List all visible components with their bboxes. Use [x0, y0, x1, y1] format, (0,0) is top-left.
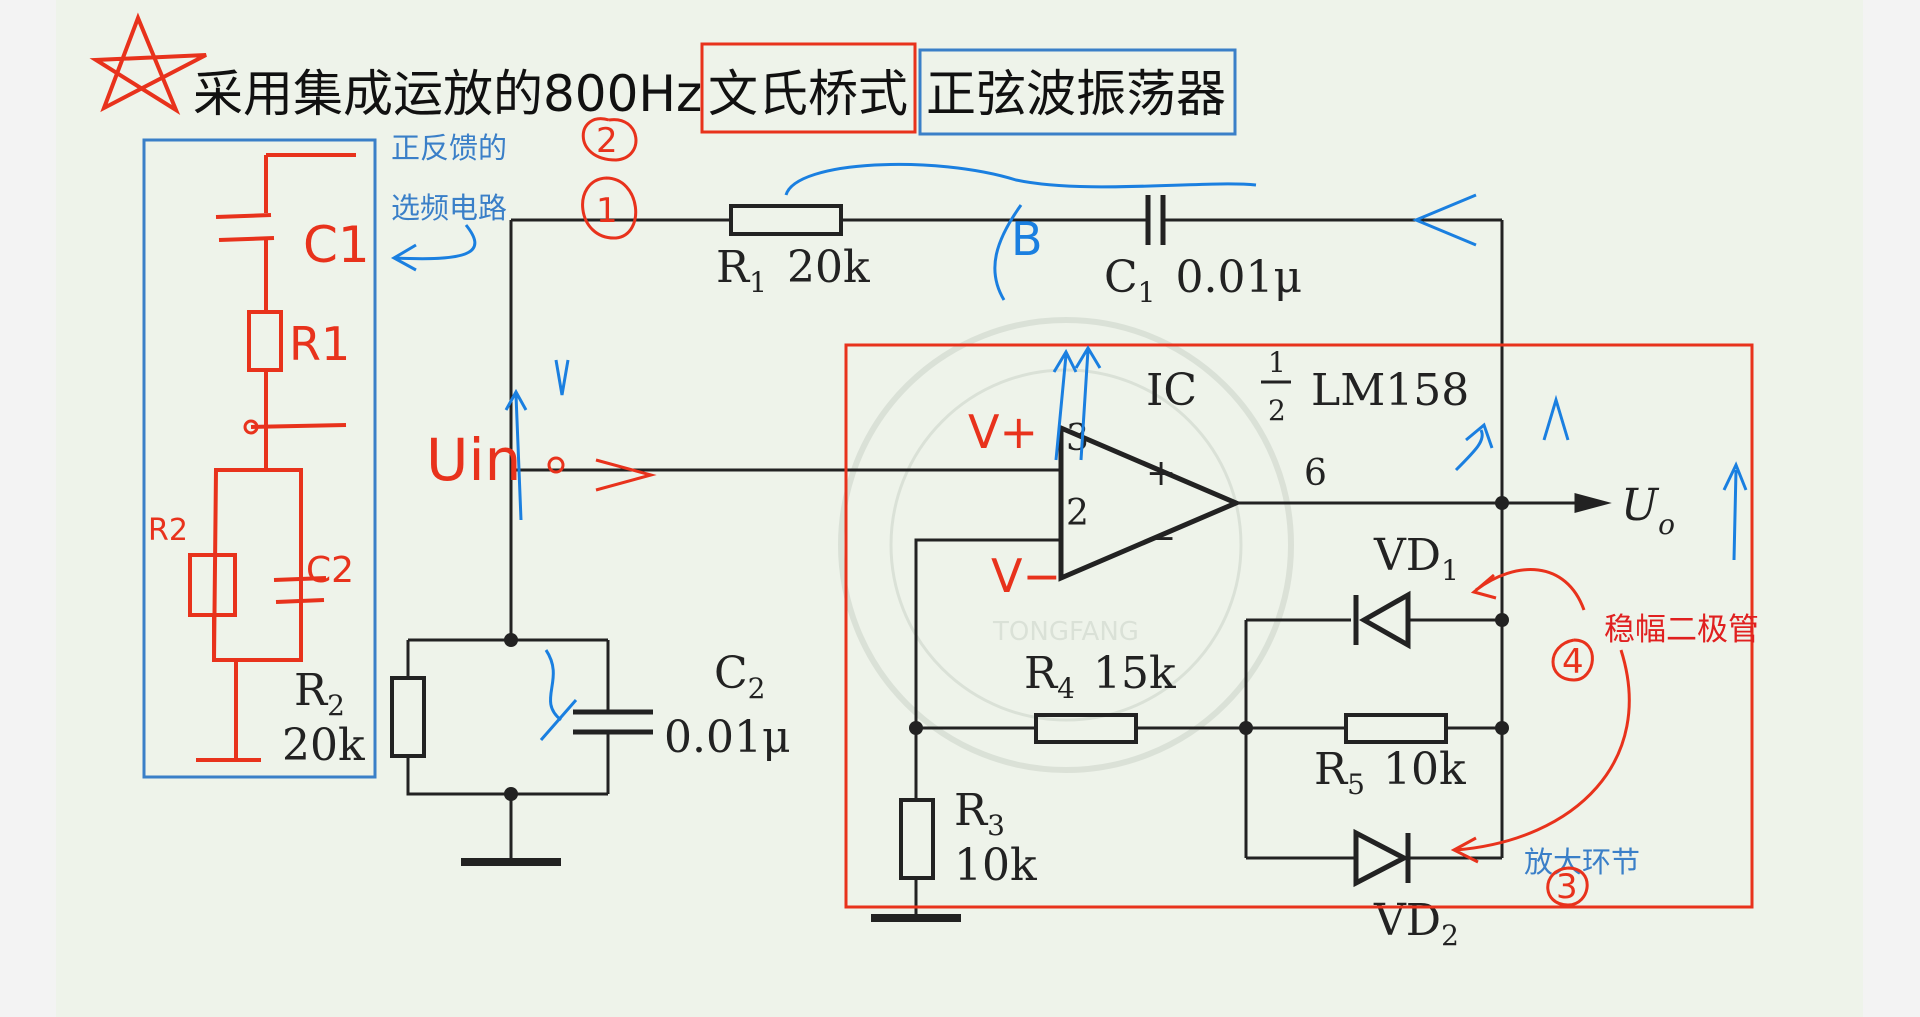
r2-value: 20k [282, 720, 365, 771]
r3-label: R3 [954, 785, 1005, 842]
handwriting-circle-3: 3 [1556, 867, 1578, 907]
handwriting-c1: C1 [303, 216, 370, 274]
title-boxed-blue: 正弦波振荡器 [926, 65, 1226, 123]
r3-value: 10k [954, 840, 1037, 891]
title-prefix: 采用集成运放的800Hz [193, 65, 702, 123]
resistor-r1 [729, 204, 843, 236]
ic-part: LM158 [1311, 365, 1469, 416]
main-circuit [390, 195, 1612, 922]
amplifier-box [844, 343, 1754, 909]
vd2-label: VD2 [1373, 895, 1459, 952]
feedback-network-sketch: C1 R1 R2 C2 [142, 138, 377, 779]
resistor-r3 [899, 798, 935, 880]
handwriting-circle-2: 2 [596, 121, 618, 161]
handwriting-c2: C2 [306, 550, 354, 591]
c2-value: 0.01μ [664, 712, 791, 763]
title-blue-box [918, 48, 1237, 136]
capacitor-c2 [573, 709, 653, 735]
handwriting-uin: Uin [426, 426, 521, 494]
red-annotations [547, 117, 1631, 907]
handwriting-b: B [1011, 212, 1043, 266]
watermark-text: TONGFANG [992, 617, 1139, 647]
resistor-r5 [1344, 713, 1448, 744]
r2-label: R2 [294, 665, 345, 722]
handwriting-r2: R2 [148, 513, 188, 548]
ic-label: IC [1146, 365, 1197, 416]
handwriting-vplus: V+ [968, 405, 1038, 459]
ic-frac-den: 2 [1268, 394, 1286, 427]
pin-noninv: 3 [1066, 418, 1089, 459]
handwriting-circle-1: 1 [596, 191, 618, 231]
handwriting-vminus: V− [991, 549, 1061, 603]
blue-annotations [504, 162, 1748, 741]
handwriting-circle-4: 4 [1562, 642, 1584, 682]
title-red-box [700, 42, 917, 134]
vd1-label: VD1 [1373, 530, 1459, 587]
resistor-r2 [390, 676, 426, 758]
pin-plus-sign: + [1146, 453, 1176, 494]
pin-inv: 2 [1066, 493, 1089, 534]
diode-vd2 [1353, 828, 1411, 888]
title-group: 采用集成运放的800Hz 文氏桥式 正弦波振荡器 [89, 12, 1237, 136]
c2-label: C2 [714, 648, 766, 705]
pin-minus-sign: − [1146, 518, 1176, 559]
diode-vd1 [1353, 590, 1411, 650]
circuit-diagram: TONGFANG 采用集成运放的800Hz 文氏桥式 正弦波振荡器 [89, 12, 1759, 952]
ic-frac-num: 1 [1268, 346, 1286, 379]
title-boxed-red: 文氏桥式 [708, 65, 908, 123]
whiteboard: TONGFANG 采用集成运放的800Hz 文氏桥式 正弦波振荡器 [56, 0, 1863, 1017]
star-icon [89, 12, 207, 116]
note-feedback-line2: 选频电路 [391, 191, 507, 225]
pin-out: 6 [1304, 453, 1327, 494]
junction-dots [504, 496, 1509, 801]
op-amp-ic [1058, 424, 1243, 582]
feedback-box [142, 138, 377, 779]
note-zener: 稳幅二极管 [1604, 612, 1759, 648]
arrow-to-box-icon [390, 224, 477, 272]
output-label: Uo [1621, 480, 1675, 541]
handwriting-r1: R1 [289, 317, 350, 371]
note-feedback-line1: 正反馈的 [391, 131, 507, 165]
